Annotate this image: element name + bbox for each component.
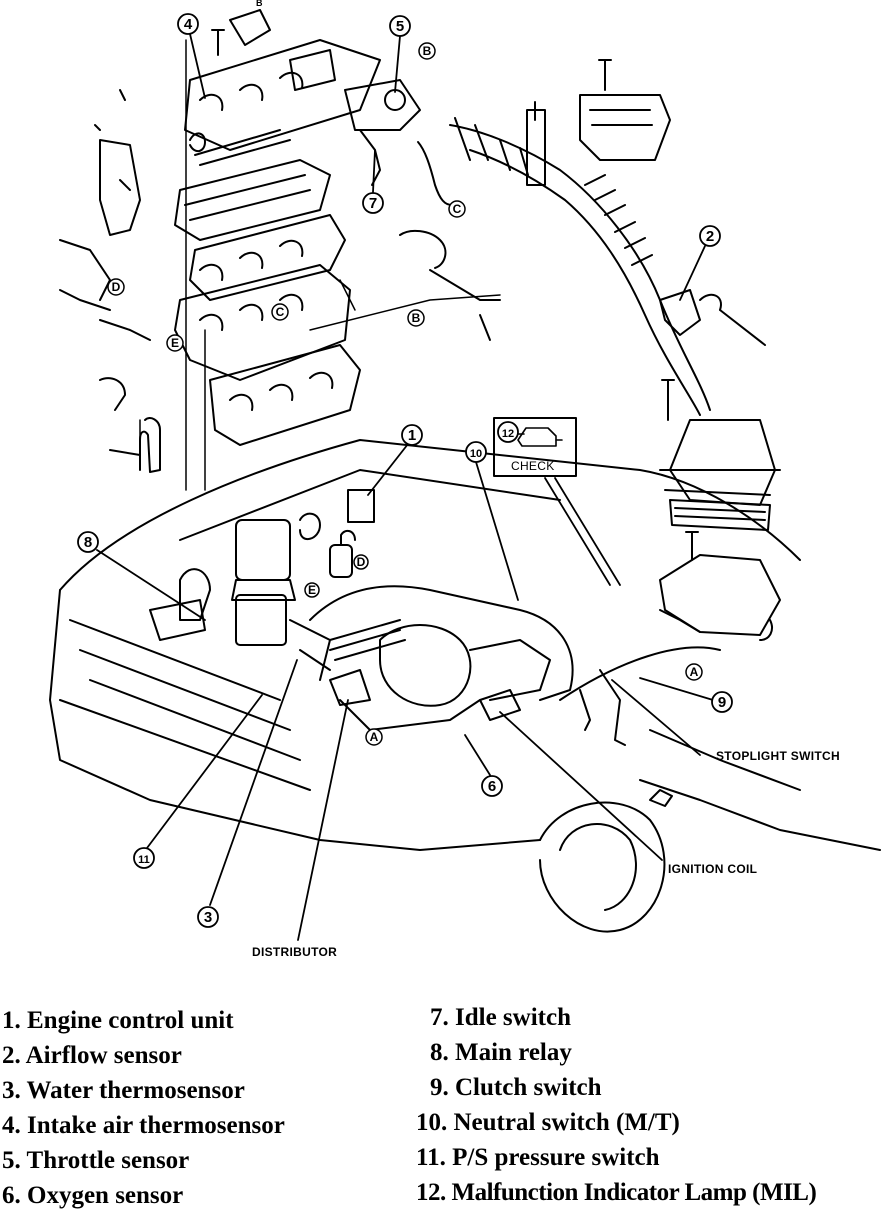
callout-4: 4 (184, 16, 193, 33)
callout-9: 9 (718, 694, 726, 711)
check-label: CHECK (511, 459, 555, 473)
connector-c-mid: C (276, 305, 285, 319)
distributor-label: DISTRIBUTOR (252, 945, 337, 959)
legend-item-3: 3. Water thermosensor (2, 1077, 245, 1104)
callout-circles (77, 13, 733, 928)
car-body (49, 439, 881, 933)
top-mark: B (256, 0, 263, 8)
guide-lines (139, 39, 501, 491)
callout-12: 12 (502, 428, 514, 440)
engine-block (149, 512, 626, 746)
legend-item-11: 11. P/S pressure switch (416, 1144, 660, 1171)
callout-3: 3 (204, 909, 212, 926)
callout-11: 11 (138, 854, 150, 866)
engine-control-unit (347, 489, 375, 523)
callout-5: 5 (396, 18, 404, 35)
connector-e-left: E (171, 336, 179, 350)
connector-a-engine: A (370, 730, 379, 744)
legend-item-7: 7. Idle switch (430, 1004, 571, 1031)
legend-item-5: 5. Throttle sensor (2, 1147, 190, 1174)
legend-item-12: 12. Malfunction Indicator Lamp (MIL) (416, 1179, 817, 1206)
legend-item-6: 6. Oxygen sensor (2, 1182, 184, 1209)
bolts (211, 29, 699, 561)
air-cleaner (659, 419, 781, 641)
diagram-drawing: 4 5 7 2 1 10 8 9 6 11 3 12 B C D C E B D… (49, 0, 881, 959)
legend-item-4: 4. Intake air thermosensor (2, 1112, 285, 1139)
callout-2: 2 (706, 228, 714, 245)
connector-b-mid: B (412, 311, 421, 325)
callout-7: 7 (369, 195, 377, 212)
ignition-coil-label: IGNITION COIL (668, 862, 757, 876)
connector-circles (107, 42, 703, 746)
intake-duct (449, 94, 766, 416)
connector-d-left: D (112, 280, 121, 294)
leader-lines (96, 33, 714, 941)
callout-8: 8 (84, 534, 92, 551)
connector-letters: B C D C E B D E A A (112, 44, 699, 744)
connector-e-engine: E (308, 583, 316, 597)
callout-1: 1 (408, 427, 416, 444)
connector-b-top: B (423, 44, 432, 58)
legend-item-1: 1. Engine control unit (2, 1007, 234, 1034)
connector-d-engine: D (357, 555, 366, 569)
legend-item-10: 10. Neutral switch (M/T) (416, 1109, 680, 1136)
callout-10: 10 (470, 448, 482, 460)
legend-item-8: 8. Main relay (430, 1039, 572, 1066)
connector-a-right: A (690, 665, 699, 679)
check-lamp-box (493, 417, 577, 477)
intake-manifold (59, 9, 501, 473)
legend-item-9: 9. Clutch switch (430, 1074, 602, 1101)
callout-numbers: 4 5 7 2 1 10 8 9 6 11 3 12 (84, 16, 726, 926)
callout-6: 6 (488, 778, 496, 795)
connector-c-right: C (453, 202, 462, 216)
stoplight-switch-label: STOPLIGHT SWITCH (716, 749, 840, 763)
legend-item-2: 2. Airflow sensor (2, 1042, 182, 1069)
